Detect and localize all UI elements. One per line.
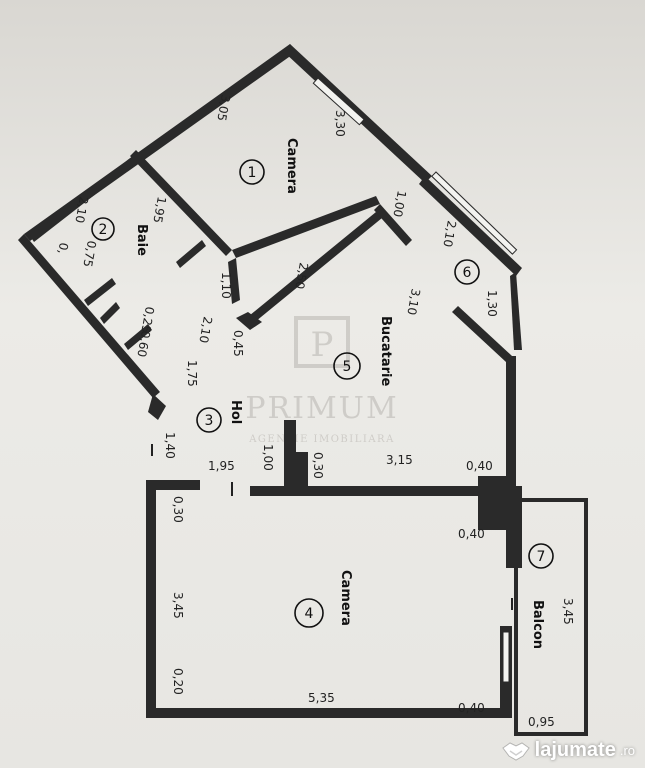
- window-room1: [312, 77, 365, 126]
- dim-030-b: 0,30: [171, 496, 185, 523]
- wall-camera4-top-left: [146, 480, 200, 490]
- room-5-number: 5: [343, 359, 352, 375]
- room-4-name: Camera: [338, 570, 353, 626]
- room-4-circle: [294, 598, 324, 628]
- watermark-logo-letter: P: [311, 325, 334, 365]
- dim-075: 0,75: [80, 239, 98, 268]
- dim-140: 1,40: [163, 432, 177, 459]
- room-5-name: Bucatarie: [378, 316, 393, 386]
- room-7-number: 7: [537, 549, 546, 565]
- window-bucatarie: [431, 171, 518, 255]
- dimension-labels: 3,05 3,30 1,95 2,10 0,75 0, 1,10 2,50 1,…: [55, 93, 575, 729]
- dim-210-a: 2,10: [72, 195, 90, 224]
- wall-bucatarie-right-top: [419, 176, 522, 276]
- dim-345-b: 3,45: [561, 598, 575, 625]
- dim-110: 1,10: [219, 272, 233, 299]
- dim-345-a: 3,45: [171, 592, 185, 619]
- dim-210-c: 2,10: [196, 315, 214, 344]
- wall-bucatarie-top: [244, 212, 382, 326]
- room-1-number: 1: [248, 165, 257, 181]
- walls-upper-wing: [18, 44, 522, 420]
- room-1-name: Camera: [284, 138, 299, 194]
- dim-175: 1,75: [185, 360, 199, 387]
- dim-030-a: 0,30: [311, 452, 325, 479]
- dim-095: 0,95: [528, 715, 555, 729]
- dim-250: 2,50: [292, 261, 310, 290]
- wall-hol-stub-v: [284, 420, 296, 490]
- dim-315: 3,15: [386, 453, 413, 467]
- dim-305: 3,05: [214, 93, 232, 122]
- wall-baie-stub-a: [176, 240, 206, 268]
- wall-hol-corner: [228, 258, 240, 304]
- dim-195-a: 1,95: [150, 195, 168, 224]
- room-4-number: 4: [305, 606, 314, 622]
- wall-baie-stub-b: [84, 278, 116, 306]
- dim-020: 0,20: [171, 668, 185, 695]
- room-3-circle: [196, 407, 222, 433]
- wall-hol-stub-v2: [296, 452, 308, 490]
- site-logo-tld: .ro: [619, 743, 635, 758]
- room-1-circle: [239, 159, 265, 185]
- dim-025: 0,25: [138, 305, 156, 334]
- room-7-circle: [528, 543, 554, 569]
- dim-535: 5,35: [308, 691, 335, 705]
- wall-bucatarie-right: [506, 356, 516, 486]
- wall-baie-stub-d: [124, 324, 152, 350]
- watermark-brand: PRIMUM: [245, 391, 398, 426]
- room-2-number: 2: [99, 222, 108, 238]
- balcon-outline: [514, 498, 588, 736]
- site-logo[interactable]: lajumate.ro: [501, 739, 635, 762]
- wall-baie-stub-c: [100, 302, 120, 324]
- wall-room1-bottom: [232, 196, 380, 258]
- wall-stub-100: [374, 204, 412, 246]
- window-camera4: [502, 631, 510, 683]
- wall-hol-stub: [148, 394, 166, 420]
- wall-room1-baie: [130, 150, 232, 256]
- wall-camera4-left: [146, 480, 156, 718]
- watermark-logo-box: [294, 316, 350, 368]
- dim-040-b: 0,40: [458, 527, 485, 541]
- handshake-icon: [501, 741, 530, 761]
- wall-baie-top: [30, 152, 142, 242]
- room-2-name: Baie: [134, 224, 149, 256]
- dim-marker-baie: 0,: [55, 241, 71, 255]
- room-6-circle: [454, 259, 480, 285]
- dim-060: 0,60: [134, 329, 152, 358]
- dim-310: 3,10: [404, 287, 422, 316]
- wall-room6-right: [510, 272, 522, 350]
- dim-040-c: 0,40: [458, 701, 485, 715]
- dim-100-b: 1,00: [261, 444, 275, 471]
- wall-room6-partition: [452, 306, 512, 362]
- dim-130: 1,30: [485, 290, 499, 317]
- dim-210-b: 2,10: [440, 219, 458, 248]
- walls-lower-wing: [146, 356, 588, 736]
- dim-100-a: 1,00: [390, 189, 408, 218]
- room-2-circle: [91, 217, 115, 241]
- room-7-name: Balcon: [530, 600, 545, 649]
- wall-door-bucatarie: [236, 312, 262, 330]
- room-3-name: Hol: [228, 400, 243, 424]
- watermark-tagline: AGENTIE IMOBILIARA: [248, 434, 395, 445]
- wall-left-outer: [18, 234, 160, 398]
- wall-camera4-bottom: [146, 708, 510, 718]
- dim-045: 0,45: [231, 330, 245, 357]
- dim-040-a: 0,40: [466, 459, 493, 473]
- wall-camera4-top: [250, 486, 482, 496]
- room-6-number: 6: [463, 265, 472, 281]
- dim-330: 3,30: [333, 110, 347, 137]
- room-5-circle: [333, 352, 361, 380]
- room-labels: 1 Camera 2 Baie 3 Hol 4 Camera 5 Bucatar…: [91, 138, 554, 649]
- site-logo-name: lajumate: [534, 739, 616, 761]
- dim-195-b: 1,95: [208, 459, 235, 473]
- room-3-number: 3: [205, 413, 214, 429]
- watermark: P PRIMUM AGENTIE IMOBILIARA: [245, 316, 398, 445]
